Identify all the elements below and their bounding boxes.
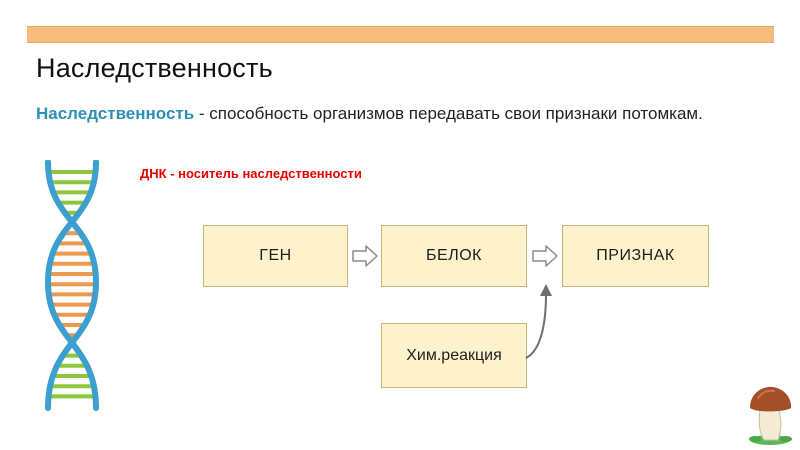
reaction-to-protein-arrow: [525, 284, 552, 359]
dna-helix-icon: [44, 160, 100, 411]
protein-to-trait-arrow-icon: [532, 245, 558, 267]
trait-box: ПРИЗНАК: [562, 225, 709, 287]
dna-strand-front: [45, 160, 100, 411]
definition-body: - способность организмов передавать свои…: [194, 104, 703, 123]
protein-box: БЕЛОК: [381, 225, 527, 287]
reaction-box: Хим.реакция: [381, 323, 527, 388]
dna-strand-back: [44, 160, 99, 411]
gene-to-protein-arrow-icon: [352, 245, 378, 267]
mushroom-icon: [749, 386, 792, 445]
definition-text: Наследственность - способность организмо…: [36, 101, 756, 126]
gene-box: ГЕН: [203, 225, 348, 287]
definition-term: Наследственность: [36, 104, 195, 123]
dna-rungs: [48, 170, 96, 399]
top-accent-bar: [27, 26, 774, 43]
slide-title: Наследственность: [36, 53, 273, 83]
dna-caption: ДНК - носитель наследственности: [140, 166, 362, 181]
